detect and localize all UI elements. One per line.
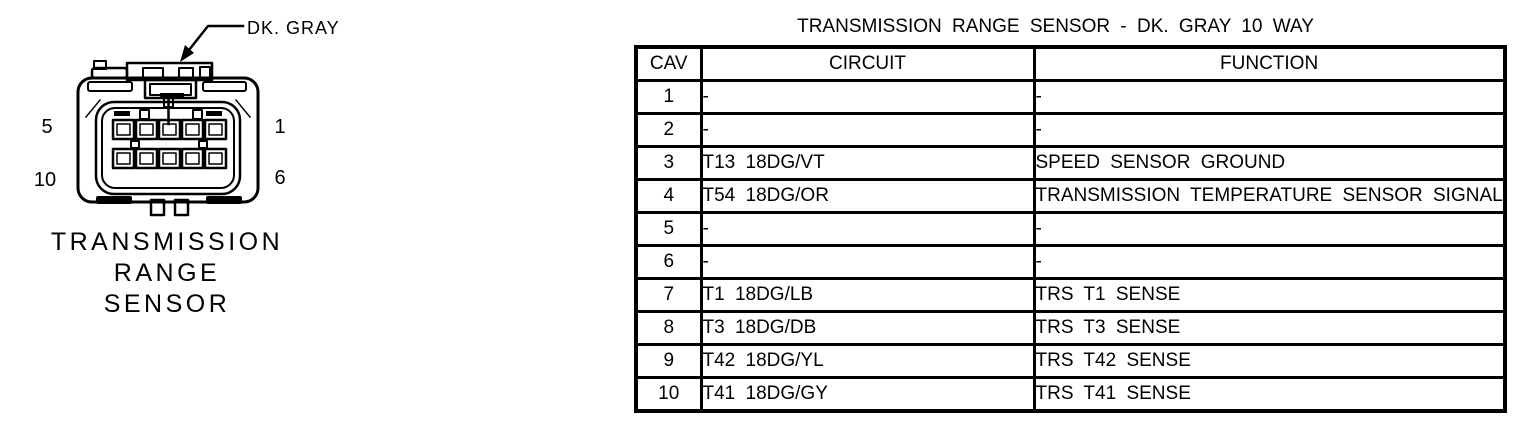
connector-caption-line: SENSOR [103,290,231,318]
pin-label-6: 6 [274,167,285,189]
table-row: 1 - - [634,79,1507,115]
callout-arrowhead-icon [180,45,194,62]
circuit-cell: T3 18DG/DB [699,310,1036,346]
function-cell: - [1032,112,1507,148]
connector-body [76,76,260,204]
pinout-table: CAV CIRCUIT FUNCTION 1 - - 2 - - 3 T13 1… [634,45,1507,413]
function-cell: TRANSMISSION TEMPERATURE SENSOR SIGNAL [1032,178,1507,214]
circuit-cell: T42 18DG/YL [699,343,1036,379]
cav-cell: 1 [634,79,703,115]
pin-label-1: 1 [274,116,285,138]
cav-cell: 8 [634,310,703,346]
cav-cell: 6 [634,244,703,280]
circuit-cell: - [699,211,1036,247]
cav-cell: 3 [634,145,703,181]
circuit-cell: T41 18DG/GY [699,376,1036,413]
table-row: 7 T1 18DG/LB TRS T1 SENSE [634,277,1507,313]
circuit-cell: T54 18DG/OR [699,178,1036,214]
cav-cell: 4 [634,178,703,214]
header-cav: CAV [634,45,703,82]
function-cell: TRS T41 SENSE [1032,376,1507,413]
circuit-cell: T1 18DG/LB [699,277,1036,313]
table-row: 5 - - [634,211,1507,247]
connector-drawing: DK. GRAY [34,18,340,217]
connector-feet [96,196,242,217]
circuit-cell: - [699,112,1036,148]
connector-caption-line: RANGE [113,259,221,287]
pin-cavities [111,118,228,170]
cav-cell: 5 [634,211,703,247]
function-cell: TRS T42 SENSE [1032,343,1507,379]
function-cell: - [1032,211,1507,247]
header-function: FUNCTION [1032,45,1507,82]
function-cell: TRS T3 SENSE [1032,310,1507,346]
cav-cell: 10 [634,376,703,413]
table-title: TRANSMISSION RANGE SENSOR - DK. GRAY 10 … [797,16,1314,37]
header-circuit: CIRCUIT [699,45,1036,82]
connector-caption-line: TRANSMISSION [50,228,284,256]
table-row: 8 T3 18DG/DB TRS T3 SENSE [634,310,1507,346]
circuit-cell: T13 18DG/VT [699,145,1036,181]
function-cell: - [1032,244,1507,280]
table-row: 4 T54 18DG/OR TRANSMISSION TEMPERATURE S… [634,178,1507,214]
table-row: 3 T13 18DG/VT SPEED SENSOR GROUND [634,145,1507,181]
cav-cell: 7 [634,277,703,313]
connector-color-label: DK. GRAY [247,18,340,38]
table-row: 9 T42 18DG/YL TRS T42 SENSE [634,343,1507,379]
pin-label-10: 10 [34,169,56,191]
function-cell: - [1032,79,1507,115]
table-header-row: CAV CIRCUIT FUNCTION [634,45,1507,82]
cav-cell: 9 [634,343,703,379]
table-row: 2 - - [634,112,1507,148]
circuit-cell: - [699,244,1036,280]
callout-leader-line [187,24,245,52]
pin-label-5: 5 [41,116,52,138]
table-row: 10 T41 18DG/GY TRS T41 SENSE [634,376,1507,413]
cav-cell: 2 [634,112,703,148]
connector-caption: TRANSMISSION RANGE SENSOR [37,227,297,320]
table-row: 6 - - [634,244,1507,280]
circuit-cell: - [699,79,1036,115]
function-cell: SPEED SENSOR GROUND [1032,145,1507,181]
function-cell: TRS T1 SENSE [1032,277,1507,313]
